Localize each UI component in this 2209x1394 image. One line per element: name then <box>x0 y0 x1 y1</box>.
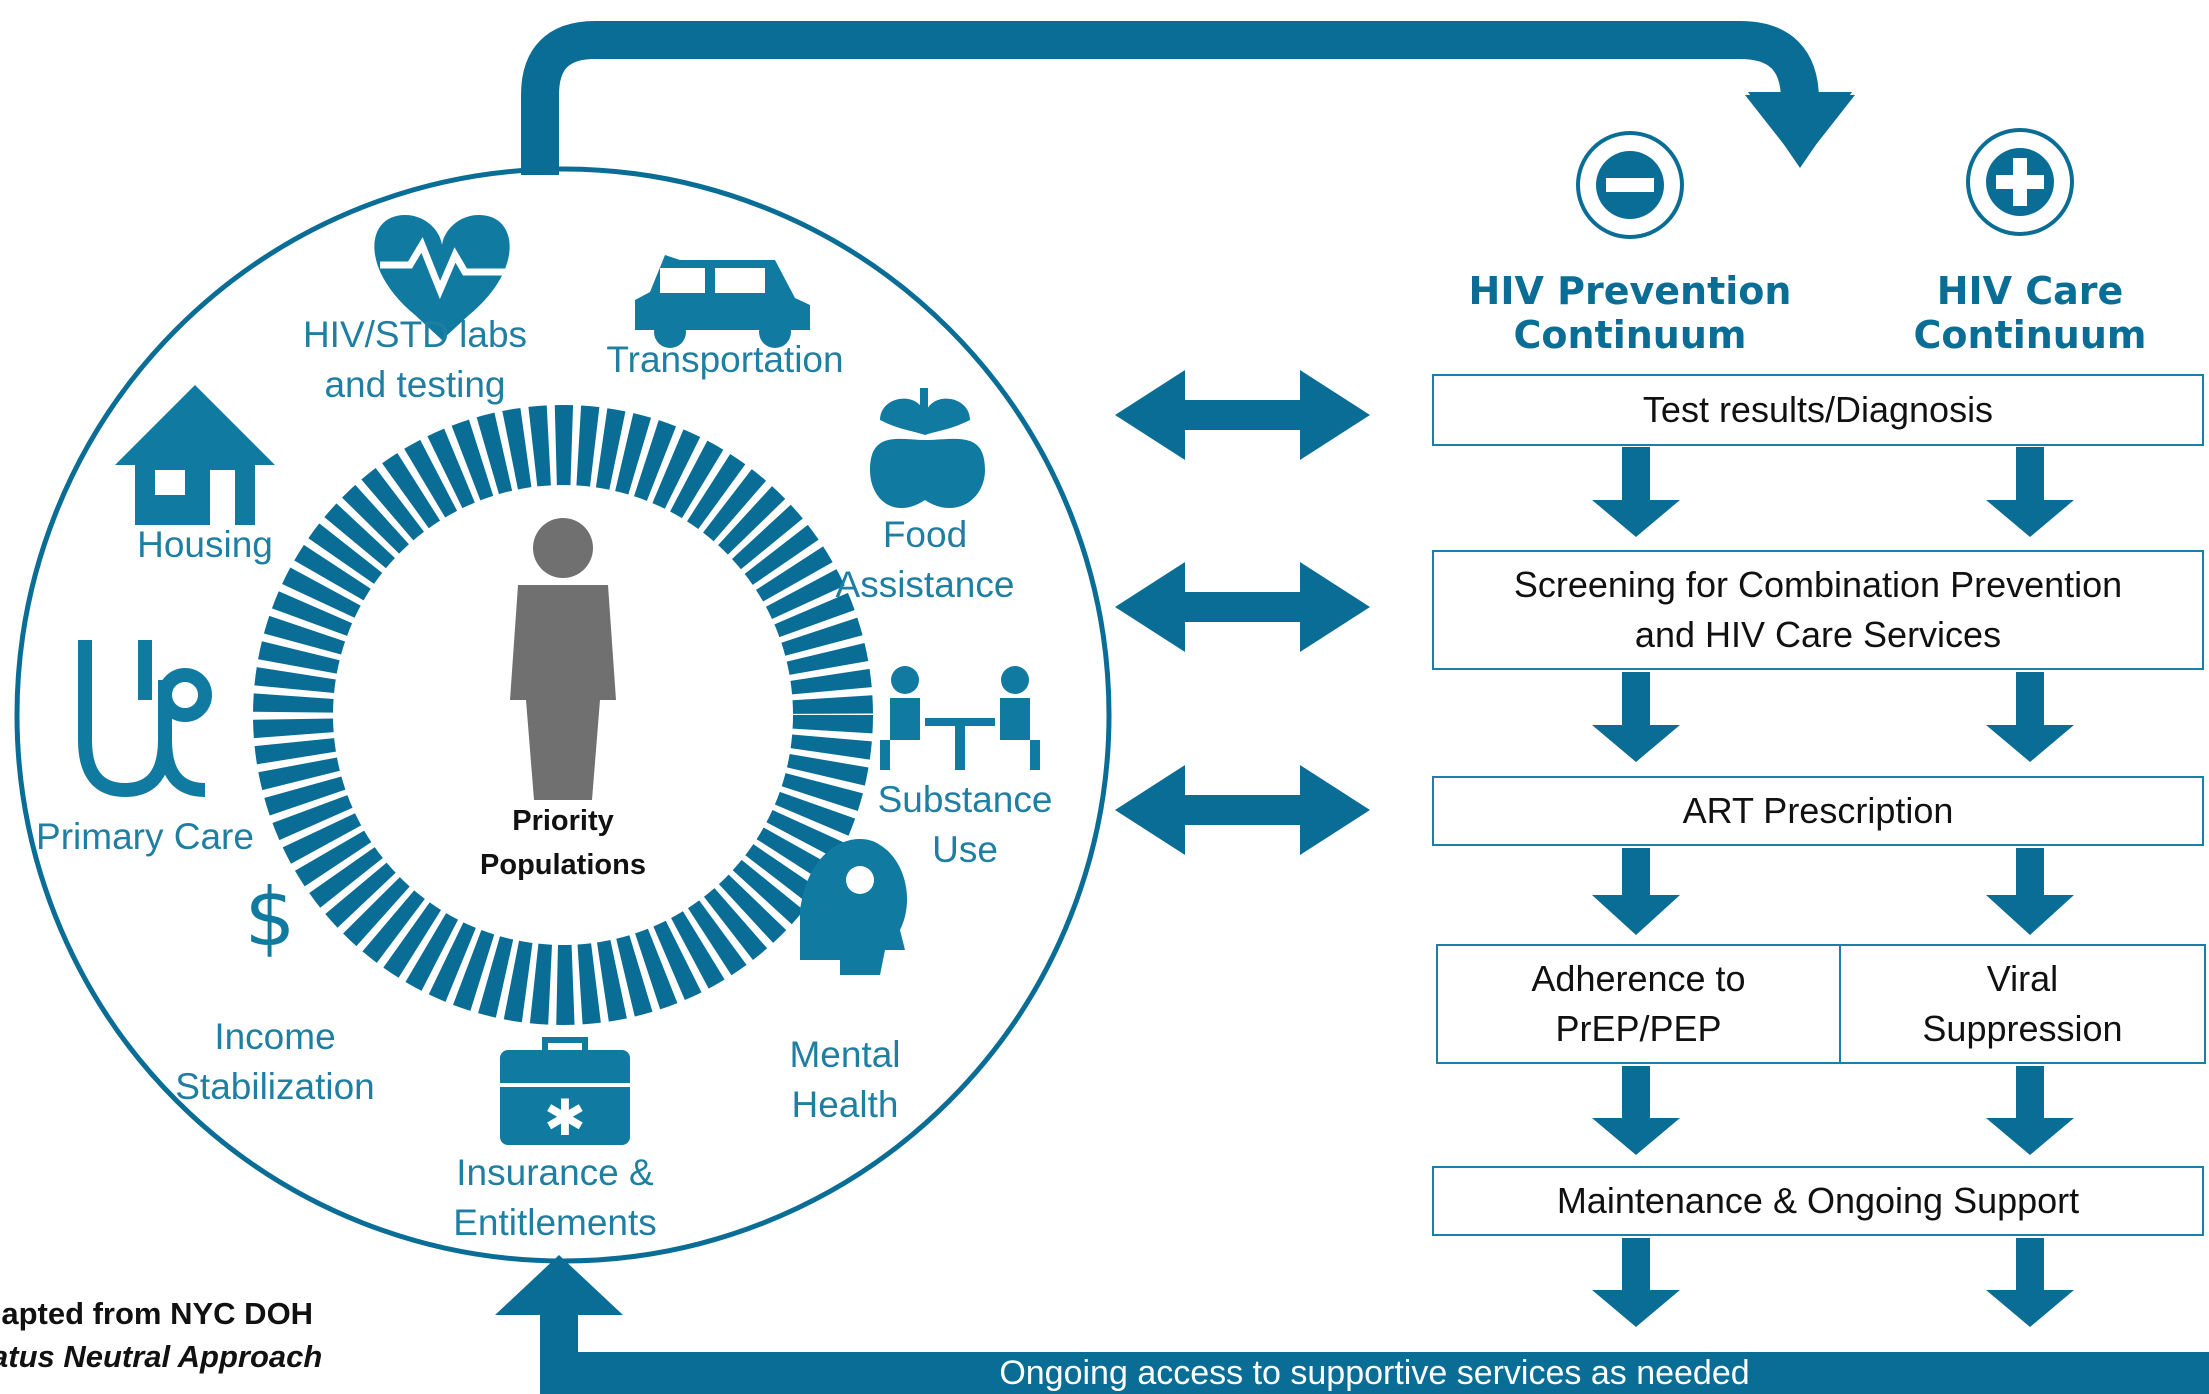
label-food: Food Assistance <box>835 514 1015 605</box>
label-mental: Mental Health <box>789 1034 901 1125</box>
attribution-line2: Status Neutral Approach <box>0 1339 323 1375</box>
prevention-header: HIV Prevention Continuum <box>1468 269 1792 357</box>
dollar-icon: $ <box>245 871 296 964</box>
person-icon <box>510 518 616 800</box>
stethoscope-icon <box>78 640 212 798</box>
double-arrow-2 <box>1115 562 1370 652</box>
double-arrow-1 <box>1115 370 1370 460</box>
label-substance: Substance Use <box>877 779 1053 870</box>
step-test-results: Test results/Diagnosis <box>1432 374 2204 446</box>
plus-circle-icon <box>1966 128 2074 236</box>
loop-arrow <box>521 21 1819 175</box>
minus-circle-icon <box>1576 131 1684 239</box>
step-screening: Screening for Combination Prevention and… <box>1432 550 2204 670</box>
down-arrows-prevention <box>1592 447 1680 1327</box>
label-housing: Housing <box>137 524 273 565</box>
label-income: Income Stabilization <box>175 1016 375 1107</box>
heart-pulse-icon <box>374 215 510 340</box>
inner-ring <box>253 405 873 1025</box>
care-header: HIV Care Continuum <box>1913 269 2147 357</box>
apple-icon <box>870 388 985 509</box>
step-maintenance: Maintenance & Ongoing Support <box>1432 1166 2204 1236</box>
center-label: Priority Populations <box>480 805 646 881</box>
label-hiv-std: HIV/STD labs and testing <box>302 314 528 405</box>
double-arrow-3 <box>1115 765 1370 855</box>
brain-head-icon <box>800 838 908 975</box>
label-insurance: Insurance & Entitlements <box>453 1152 657 1243</box>
svg-text:$: $ <box>245 871 296 964</box>
label-primary-care: Primary Care <box>36 816 254 857</box>
car-icon <box>635 255 810 348</box>
svg-text:✱: ✱ <box>544 1089 586 1147</box>
label-transportation: Transportation <box>606 339 844 380</box>
attribution-line1: Adapted from NYC DOH <box>0 1296 314 1331</box>
down-arrows-care <box>1986 447 2074 1327</box>
step-art: ART Prescription <box>1432 776 2204 846</box>
step-adherence: Adherence to PrEP/PEP <box>1436 944 1841 1064</box>
loop-arrow-head-shape <box>1748 92 1852 168</box>
medical-kit-icon: ✱ <box>500 1037 630 1147</box>
meeting-icon <box>880 666 1040 770</box>
step-viral-suppression: Viral Suppression <box>1839 944 2206 1064</box>
ongoing-access-bar: Ongoing access to supportive services as… <box>540 1352 2209 1394</box>
house-icon <box>115 385 275 525</box>
attribution: Adapted from NYC DOH Status Neutral Appr… <box>0 1292 322 1379</box>
